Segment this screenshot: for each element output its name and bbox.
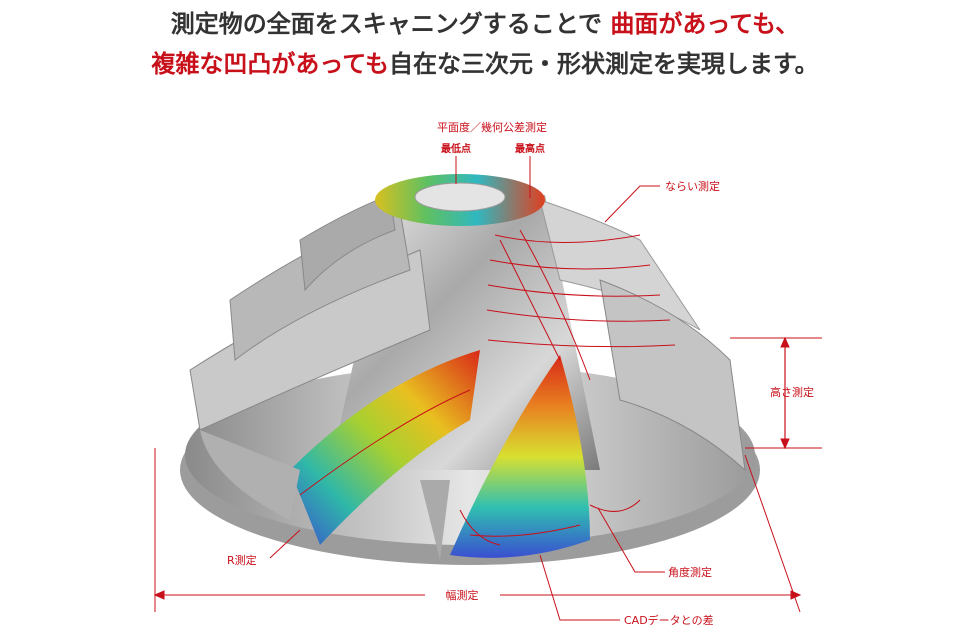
impeller-body [180, 174, 760, 565]
label-flatness: 平面度／幾何公差測定 [437, 120, 547, 134]
headline-line-2: 複雑な凹凸があっても自在な三次元・形状測定を実現します。 [0, 44, 970, 79]
headline-plain-2: 自在な三次元・形状測定を実現します。 [389, 50, 819, 78]
label-highest-point: 最高点 [515, 142, 545, 155]
headline-line-1: 測定物の全面をスキャニングすることで 曲面があっても、 [0, 4, 970, 39]
label-contour: ならい測定 [665, 179, 720, 193]
annotation-lines [154, 156, 822, 621]
headline-plain-1: 測定物の全面をスキャニングすることで [170, 10, 603, 38]
label-width: 幅測定 [446, 588, 479, 602]
label-lowest-point: 最低点 [441, 142, 471, 155]
label-cad-diff: CADデータとの差 [624, 613, 714, 627]
headline-red-1: 曲面があっても、 [610, 10, 800, 38]
label-radius: R測定 [227, 553, 257, 567]
label-angle: 角度測定 [668, 565, 712, 579]
headline-red-2: 複雑な凹凸があっても [151, 50, 389, 78]
width-arrow [153, 590, 802, 600]
height-arrow [780, 336, 790, 450]
label-height: 高さ測定 [770, 385, 814, 399]
